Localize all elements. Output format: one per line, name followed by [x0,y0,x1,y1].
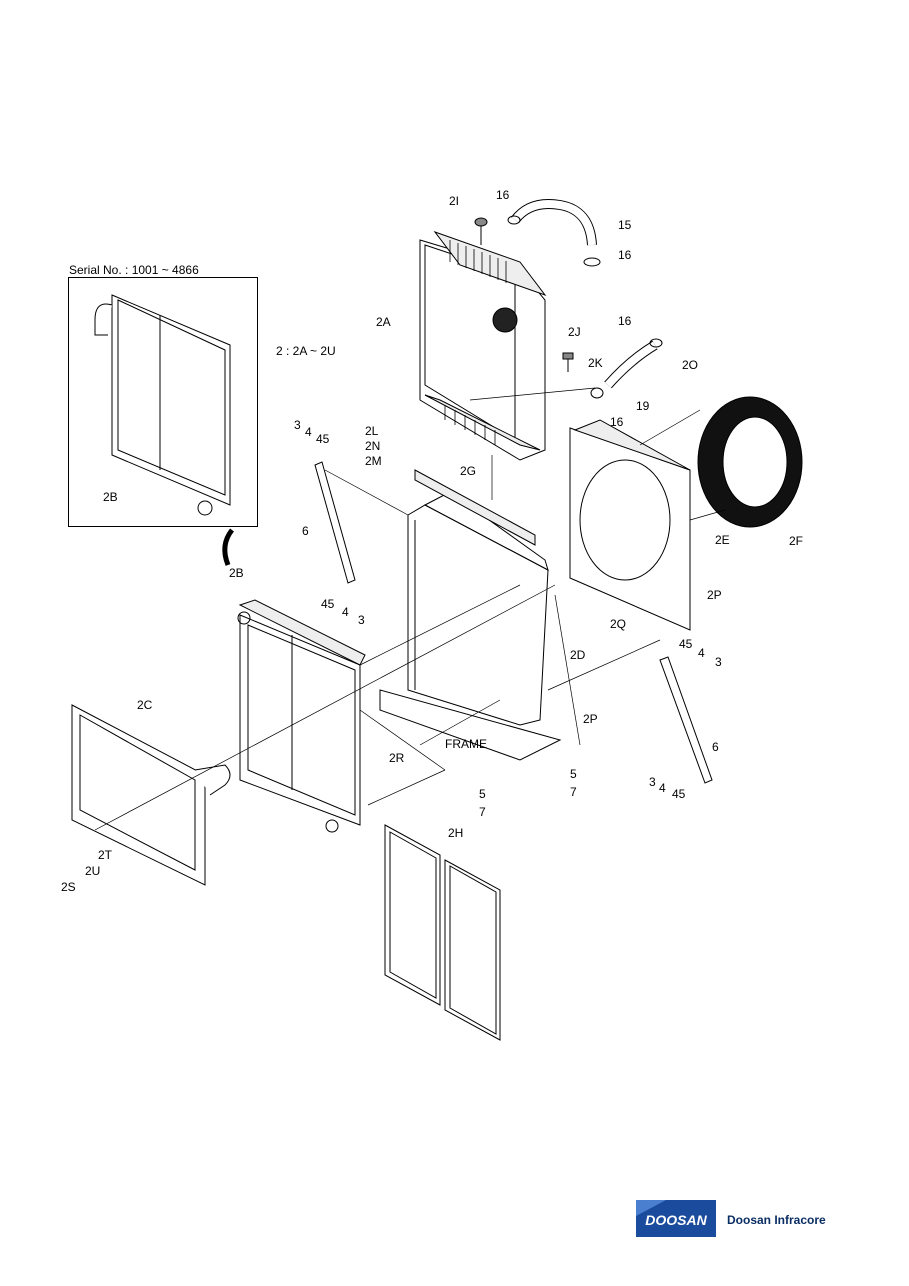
stay-6b [659,656,713,784]
label-2h: 2H [448,826,464,840]
label-2g: 2G [460,464,477,478]
inset-frame [68,277,258,527]
panels-2h [384,824,501,1041]
label-7: 7 [479,805,486,819]
label-2a: 2A [376,315,391,329]
frame-2d [379,469,562,761]
label-frame: FRAME [445,737,487,751]
label-2e: 2E [715,533,730,547]
radiator-2b [237,599,366,833]
fan-shroud-2e [569,419,691,631]
label-2b: 2B [229,566,244,580]
serial-number-label: Serial No. : 1001 ~ 4866 [69,263,199,277]
label-19: 19 [636,399,650,413]
label-2n: 2N [365,439,381,453]
inset-part-label: 2B [103,490,118,504]
label-2o: 2O [682,358,699,372]
radiator-2a [419,230,547,461]
inset-radiator-2b [94,294,231,516]
label-45: 45 [672,787,686,801]
label-3: 3 [358,613,365,627]
doosan-logo: DOOSAN [636,1200,716,1237]
label-5: 5 [570,767,577,781]
label-6: 6 [712,740,719,754]
label-4: 4 [305,425,312,439]
cap-2i [474,217,488,227]
logo-text: DOOSAN [645,1212,707,1228]
label-2m: 2M [365,454,382,468]
label-45: 45 [316,432,330,446]
label-4: 4 [698,646,705,660]
label-2t: 2T [98,848,113,862]
company-name: Doosan Infracore [727,1213,826,1227]
label-3: 3 [294,418,301,432]
label-2j: 2J [568,325,581,339]
label-2p: 2P [707,588,722,602]
label-2q: 2Q [610,617,627,631]
label-4: 4 [342,605,349,619]
label-2d: 2D [570,648,586,662]
stay-6a [314,461,356,584]
label-2s: 2S [61,880,76,894]
label-2l: 2L [365,424,379,438]
intercooler-2c [71,704,231,886]
label-3: 3 [649,775,656,789]
fan-guard-2f [697,396,803,528]
label-3: 3 [715,655,722,669]
label-7: 7 [570,785,577,799]
label-2k: 2K [588,356,603,370]
label-2i: 2I [449,194,460,208]
label-16: 16 [618,314,632,328]
label-45: 45 [679,637,693,651]
label-2c: 2C [137,698,153,712]
label-6: 6 [302,524,309,538]
label-2u: 2U [85,864,101,878]
label-2p: 2P [583,712,598,726]
label-5: 5 [479,787,486,801]
label-2f: 2F [789,534,804,548]
label-16: 16 [618,248,632,262]
range-note: 2 : 2A ~ 2U [276,344,336,358]
label-16: 16 [496,188,510,202]
label-45: 45 [321,597,335,611]
label-16: 16 [610,415,624,429]
label-2r: 2R [389,751,405,765]
label-4: 4 [659,781,666,795]
label-15: 15 [618,218,632,232]
